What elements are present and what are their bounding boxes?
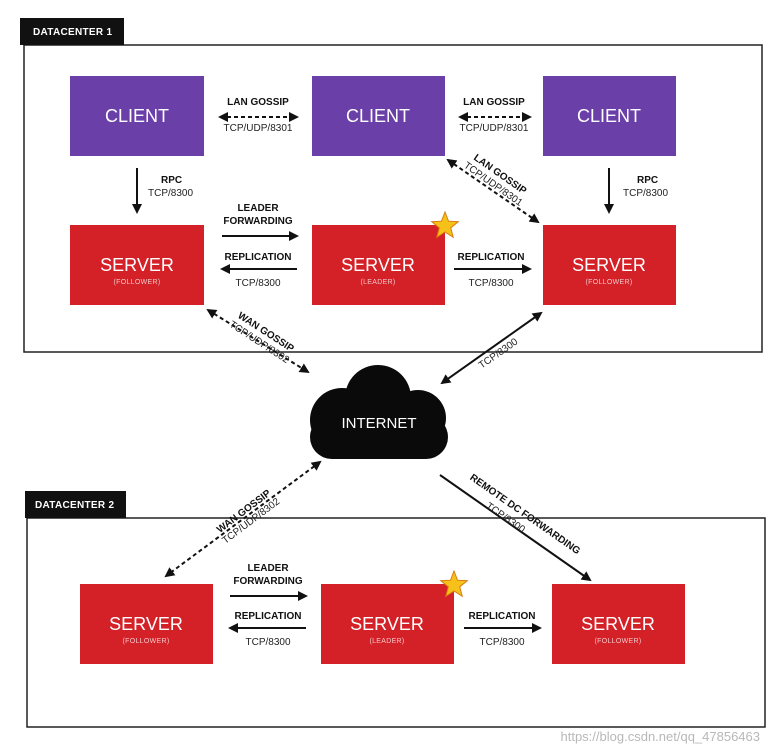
dc1-replication-right-label: REPLICATION: [457, 252, 524, 263]
datacenter-1: DATACENTER 1: [20, 18, 763, 353]
lan-gossip-2-label: LAN GOSSIP: [463, 97, 525, 108]
client-right-label: CLIENT: [577, 106, 641, 126]
dc2-server-left-role: (FOLLOWER): [123, 638, 170, 645]
dc2-server-left-label: SERVER: [109, 614, 183, 634]
dc1-replication-right-port: TCP/8300: [468, 278, 513, 289]
datacenter-2-title: DATACENTER 2: [35, 500, 114, 511]
dc2-server-leader-label: SERVER: [350, 614, 424, 634]
dc2-replication-right-port: TCP/8300: [479, 637, 524, 648]
dc1-server-leader: SERVER (LEADER): [312, 225, 445, 305]
datacenter-1-tab: [20, 18, 124, 45]
lan-gossip-diagonal-arrow: [446, 158, 540, 224]
wan-gossip-dc2-arrow: [164, 460, 322, 578]
rpc-right-label: RPC: [637, 175, 658, 186]
dc2-leader-forwarding-label-1: LEADER: [247, 563, 289, 574]
dc2-leader-forwarding-label-2: FORWARDING: [233, 576, 302, 587]
datacenter-2-tab: [25, 491, 126, 518]
dc1-replication-left-port: TCP/8300: [235, 278, 280, 289]
dc1-leader-forwarding-label-1: LEADER: [237, 203, 279, 214]
rpc-right-port: TCP/8300: [623, 188, 668, 199]
dc1-server-left-label: SERVER: [100, 255, 174, 275]
dc1-server-follower-right: SERVER (FOLLOWER): [543, 225, 676, 305]
datacenter-1-frame: [23, 44, 763, 353]
client-center-label: CLIENT: [346, 106, 410, 126]
client-center: CLIENT: [312, 76, 445, 156]
dc2-leader-star-icon: [439, 569, 469, 598]
client-right: CLIENT: [543, 76, 676, 156]
lan-gossip-2-port: TCP/UDP/8301: [460, 123, 529, 134]
rpc-left-label: RPC: [161, 175, 182, 186]
internet-label: INTERNET: [342, 415, 417, 432]
dc2-server-follower-left: SERVER (FOLLOWER): [80, 584, 213, 664]
dc1-server-right-role: (FOLLOWER): [586, 279, 633, 286]
dc2-server-leader: SERVER (LEADER): [321, 584, 454, 664]
dc1-server-left-role: (FOLLOWER): [114, 279, 161, 286]
remote-dc-forwarding-arrow: [439, 474, 592, 582]
dc1-server-right-label: SERVER: [572, 255, 646, 275]
lan-gossip-1-port: TCP/UDP/8301: [224, 123, 293, 134]
remote-dc-forwarding-label: REMOTE DC FORWARDING: [467, 472, 582, 557]
dc1-server-leader-role: (LEADER): [360, 279, 395, 286]
watermark-text: https://blog.csdn.net/qq_47856463: [561, 729, 761, 744]
dc2-server-right-role: (FOLLOWER): [595, 638, 642, 645]
dc2-server-leader-role: (LEADER): [369, 638, 404, 645]
client-left-label: CLIENT: [105, 106, 169, 126]
datacenter-2-frame: [26, 517, 766, 728]
dc1-leader-forwarding-label-2: FORWARDING: [223, 216, 292, 227]
dc1-internet-arrow: [440, 311, 543, 385]
dc1-replication-left-label: REPLICATION: [224, 252, 291, 263]
wan-gossip-dc1-arrow: [206, 308, 310, 374]
dc2-server-follower-right: SERVER (FOLLOWER): [552, 584, 685, 664]
dc2-replication-right-label: REPLICATION: [468, 611, 535, 622]
dc1-server-follower-left: SERVER (FOLLOWER): [70, 225, 204, 305]
dc2-replication-left-port: TCP/8300: [245, 637, 290, 648]
datacenter-1-title: DATACENTER 1: [33, 27, 112, 38]
rpc-left-port: TCP/8300: [148, 188, 193, 199]
datacenter-2: DATACENTER 2: [25, 491, 766, 728]
dc1-server-leader-label: SERVER: [341, 255, 415, 275]
lan-gossip-1-label: LAN GOSSIP: [227, 97, 289, 108]
client-left: CLIENT: [70, 76, 204, 156]
dc2-server-right-label: SERVER: [581, 614, 655, 634]
internet-cloud: INTERNET: [310, 365, 448, 459]
dc2-replication-left-label: REPLICATION: [234, 611, 301, 622]
